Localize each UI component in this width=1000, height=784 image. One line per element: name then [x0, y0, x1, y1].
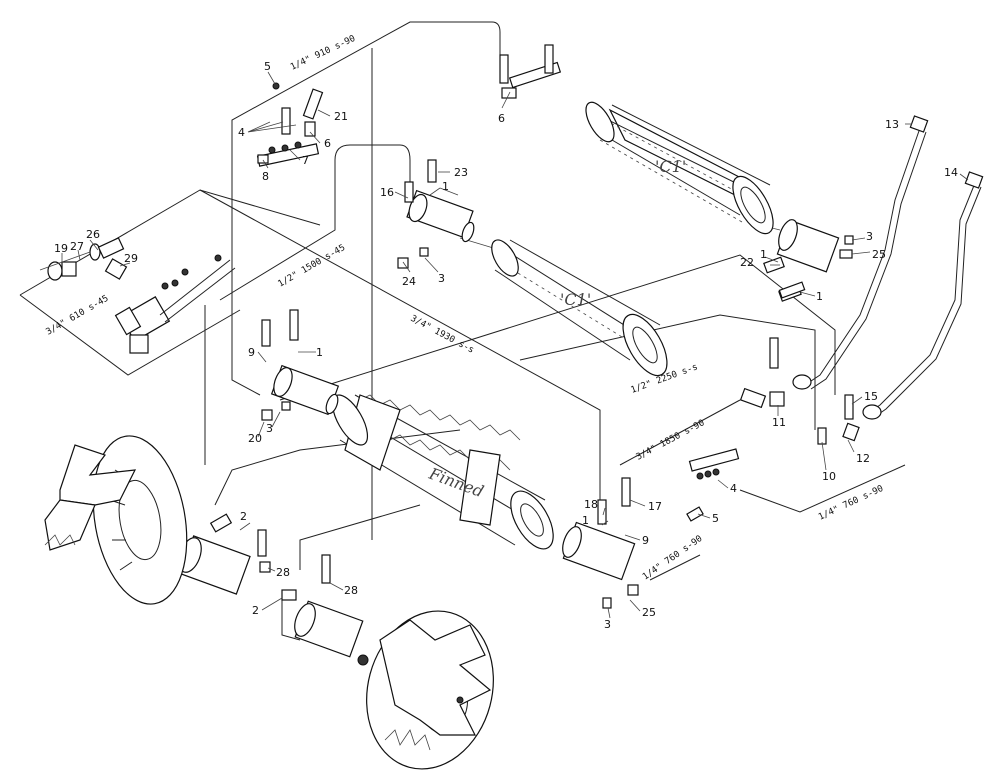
callout-5-right: 5: [712, 512, 719, 525]
callout-24: 24: [402, 275, 416, 288]
callout-8: 8: [262, 170, 269, 183]
callout-26: 26: [86, 228, 100, 241]
callout-5-top: 5: [264, 60, 271, 73]
callout-1-upper-motor: 1: [442, 180, 449, 193]
leader-lines: [61, 71, 969, 619]
callout-4-top: 4: [238, 126, 245, 139]
hose-13: [792, 115, 929, 390]
fittings-right: [686, 281, 860, 522]
callout-15: 15: [864, 390, 878, 403]
hose-label-910: 1/4" 910 s-90: [289, 34, 357, 73]
callout-4-right: 4: [730, 482, 737, 495]
motor-right-lower: [562, 477, 639, 609]
callout-28-left: 28: [276, 566, 290, 579]
valve-block-assembly: [39, 237, 236, 354]
hose-label-1500: 1/2" 1500 s-45: [277, 243, 348, 290]
callout-9-lower-right: 9: [642, 534, 649, 547]
motor-lower-center: [281, 554, 369, 666]
motor-right-upper: [763, 219, 854, 302]
callout-16: 16: [380, 186, 394, 199]
callout-9-middle: 9: [248, 346, 255, 359]
hose-14: [862, 171, 984, 420]
callout-18: 18: [584, 498, 598, 511]
callout-2-lower: 2: [252, 604, 259, 617]
callout-29: 29: [124, 252, 138, 265]
hose-label-760-right: 1/4" 760 s-90: [817, 484, 885, 523]
drum-c1-middle: 'C1': [491, 239, 668, 377]
hose-label-760-lower: 1/4" 760 s-90: [641, 534, 704, 583]
callout-27: 27: [70, 240, 84, 253]
callout-12: 12: [856, 452, 870, 465]
callout-2-left: 2: [240, 510, 247, 523]
callout-10: 10: [822, 470, 836, 483]
callout-1-right-motor: 1: [760, 248, 767, 261]
callout-20: 20: [248, 432, 262, 445]
callout-3-upper-motor: 3: [438, 272, 445, 285]
wheel-left: [44, 435, 188, 605]
drum-c1-upper: 'C1': [585, 101, 774, 235]
finned-drum: Finned: [331, 394, 554, 550]
callout-1-right-fitting: 1: [816, 290, 823, 303]
callout-25-upper: 25: [872, 248, 886, 261]
manifold-top-right: [499, 44, 562, 99]
hose-label-610: 3/4" 610 s-45: [45, 294, 111, 338]
callout-17: 17: [648, 500, 662, 513]
callout-28-center: 28: [344, 584, 358, 597]
callout-3-lower-right: 3: [604, 618, 611, 631]
motor-upper: [397, 159, 475, 269]
callout-14: 14: [944, 166, 958, 179]
callout-1-lower-right: 1: [582, 514, 589, 527]
callout-22: 22: [740, 256, 754, 269]
callout-1-middle-motor: 1: [316, 346, 323, 359]
manifold-top-left: [256, 82, 324, 167]
callouts: 5 4 6 7 8 21 6 23 16 1 3 24 26 27 19 29 …: [54, 60, 958, 631]
drum-label-c1-middle: 'C1': [560, 290, 591, 309]
callout-3-right-motor: 3: [866, 230, 873, 243]
callout-3-middle-motor: 3: [266, 422, 273, 435]
wheel-right: [366, 610, 494, 770]
callout-19: 19: [54, 242, 68, 255]
callout-7: 7: [302, 154, 309, 167]
callout-6-left: 6: [324, 137, 331, 150]
callout-11: 11: [772, 416, 786, 429]
hose-label-1850: 3/4" 1850 s-90: [635, 418, 707, 462]
motor-lower-left: [178, 513, 271, 595]
callout-6-top-right: 6: [498, 112, 505, 125]
callout-23: 23: [454, 166, 468, 179]
callout-21: 21: [334, 110, 348, 123]
motor-middle: [261, 309, 340, 421]
callout-25-lower: 25: [642, 606, 656, 619]
callout-13: 13: [885, 118, 899, 131]
drum-label-c1-upper: 'C1': [655, 157, 686, 176]
